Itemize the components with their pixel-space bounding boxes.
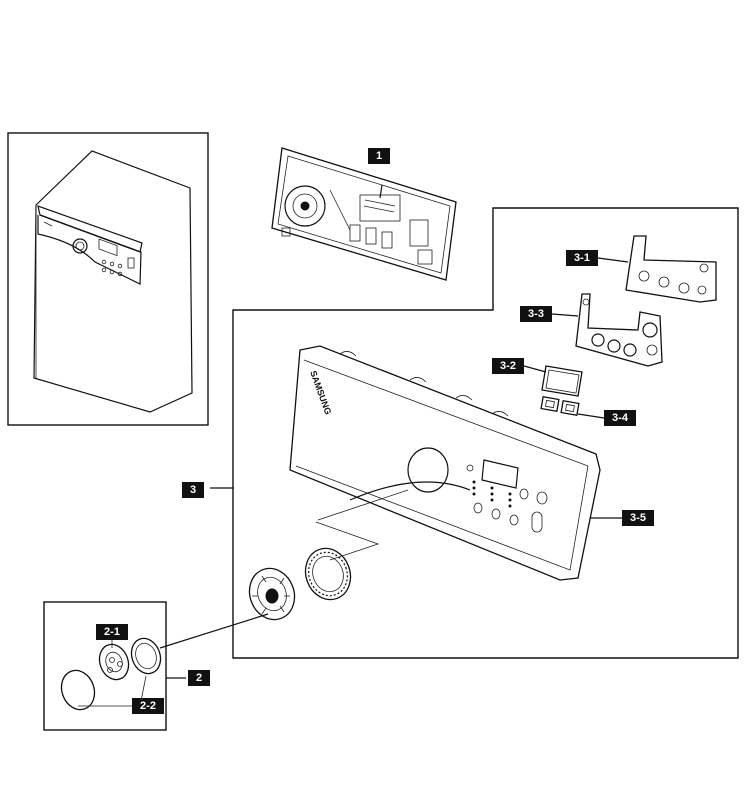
svg-text:3: 3	[190, 484, 196, 496]
main-pcb-part	[271, 147, 457, 281]
callout-3: 3	[182, 482, 204, 498]
callout-3-1: 3-1	[566, 250, 598, 266]
control-panel-3-5: SAMSUNG	[289, 345, 601, 581]
svg-text:3-3: 3-3	[528, 308, 544, 320]
svg-text:3-5: 3-5	[630, 512, 646, 524]
button-3-4	[540, 395, 580, 417]
callout-3-2: 3-2	[492, 358, 524, 374]
svg-text:3-1: 3-1	[574, 252, 590, 264]
washer-overview-inset	[7, 132, 209, 426]
svg-text:2-2: 2-2	[140, 700, 156, 712]
svg-text:3-4: 3-4	[612, 412, 629, 424]
callout-3-3: 3-3	[520, 306, 552, 322]
callout-3-4: 3-4	[604, 410, 636, 426]
callout-2-2: 2-2	[132, 698, 164, 714]
button-holder-3-3	[575, 293, 663, 367]
svg-text:3-2: 3-2	[500, 360, 516, 372]
display-window-3-2	[541, 365, 583, 397]
svg-text:2: 2	[196, 672, 202, 684]
dial-ring-part	[304, 547, 352, 601]
button-holder-3-1	[625, 235, 717, 303]
callout-3-5: 3-5	[622, 510, 654, 526]
callout-2: 2	[188, 670, 210, 686]
callout-1: 1	[368, 148, 390, 164]
assembly-3-frame	[232, 207, 739, 659]
svg-text:1: 1	[376, 150, 382, 162]
dial-knob-part	[248, 567, 296, 621]
svg-text:2-1: 2-1	[104, 626, 120, 638]
callout-2-1: 2-1	[96, 624, 128, 640]
